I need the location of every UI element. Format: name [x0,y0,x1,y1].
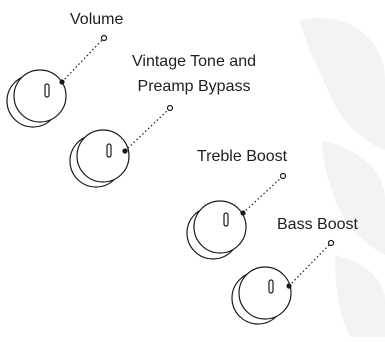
vintage-tone-leader [122,104,174,154]
volume-knob[interactable] [6,69,67,128]
volume-label: Volume [70,11,124,28]
treble-boost-leader [240,172,287,216]
bass-boost-knob[interactable] [231,266,292,325]
treble-boost-label: Treble Boost [197,148,288,165]
vintage-tone-knob[interactable] [69,129,130,188]
vintage-tone-label-line1: Vintage Tone and [132,53,256,70]
treble-boost-knob[interactable] [186,200,247,260]
background-watermark [300,18,385,337]
bass-boost-leader [286,239,335,289]
vintage-tone-label-line2: Preamp Bypass [137,78,251,95]
volume-leader [59,34,108,85]
bass-boost-label: Bass Boost [277,216,358,233]
